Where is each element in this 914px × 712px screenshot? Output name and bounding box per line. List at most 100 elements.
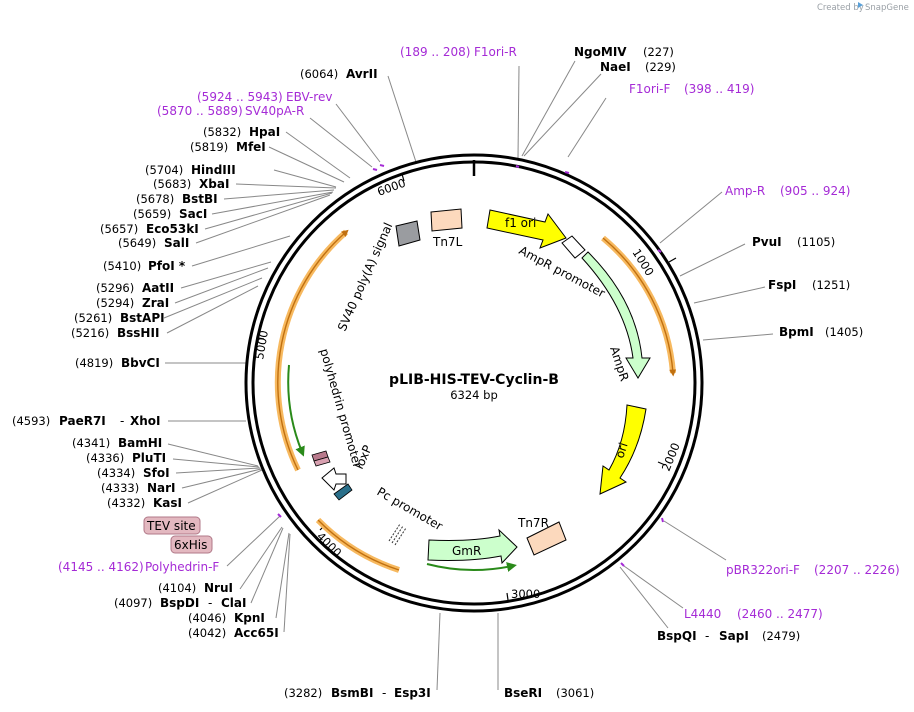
site-eco53ki-name: Eco53kI: [146, 222, 199, 236]
site-bseri-name: BseRI: [504, 686, 542, 700]
ampr-label: AmpR: [607, 345, 631, 383]
site-bspdi-separator: -: [208, 596, 212, 610]
primer-polyhedrin-f-name: Polyhedrin-F: [145, 560, 219, 574]
site-sapi-name: SapI: [719, 629, 749, 643]
site-saci-pos: (5659): [133, 207, 171, 221]
site-bsmbi-pos: (3282): [284, 686, 322, 700]
primer-ebv-rev-range: (5924 .. 5943): [197, 90, 283, 104]
primer-f1ori-f-range: (398 .. 419): [684, 82, 754, 96]
site-mfei-name: MfeI: [236, 140, 266, 154]
site-fspi-name: FspI: [768, 278, 796, 292]
site-bstbi-name: BstBI: [182, 192, 218, 206]
backbone: [244, 153, 704, 613]
site-hpai-pos: (5832): [203, 125, 241, 139]
tev-site-label: TEV site: [146, 519, 196, 533]
site-bspqi-pos: (2479): [762, 629, 800, 643]
primer-pbr322ori-f-range: (2207 .. 2226): [814, 563, 900, 577]
site-hindiii-pos: (5704): [145, 163, 183, 177]
tn7r-feature: [526, 521, 567, 556]
site-pvui-pos: (1105): [797, 235, 835, 249]
ori-feature: [599, 404, 647, 495]
site-bamhi-name: BamHI: [118, 436, 162, 450]
site-nari-pos: (4333): [101, 481, 139, 495]
site-naei-pos: (229): [645, 60, 676, 74]
site-pfoi-pos: (5410): [103, 259, 141, 273]
site-bsmbi-separator: -: [382, 686, 386, 700]
primer-l4440-range: (2460 .. 2477): [737, 607, 823, 621]
site-labels-bottom-left: (4042) Acc65I (4046) KpnI (4097) BspDI -…: [114, 581, 279, 640]
site-avrii-name: AvrII: [346, 67, 378, 81]
site-mfei-pos: (5819): [190, 140, 228, 154]
site-fspi-pos: (1251): [812, 278, 850, 292]
site-bstapi-name: BstAPI: [120, 311, 165, 325]
site-kasi-name: KasI: [153, 496, 182, 510]
his6-label: 6xHis: [174, 538, 207, 552]
site-bstapi-pos: (5261): [74, 311, 112, 325]
site-clai-name: ClaI: [221, 596, 246, 610]
site-pluti-name: PluTI: [132, 451, 166, 465]
site-acc65i-pos: (4042): [188, 626, 226, 640]
site-pvui-name: PvuI: [752, 235, 782, 249]
pc-promoter-label: Pc promoter: [375, 484, 446, 533]
primer-pbr322ori-f-name: pBR322ori-F: [726, 563, 800, 577]
site-bspdi-name: BspDI: [160, 596, 199, 610]
site-hpai-name: HpaI: [249, 125, 280, 139]
site-ngomiv-name: NgoMIV: [574, 45, 627, 59]
site-sali-pos: (5649): [118, 236, 156, 250]
primer-amp-r-range: (905 .. 924): [780, 184, 850, 198]
tn7l-feature: [430, 208, 463, 232]
site-xbai-name: XbaI: [199, 177, 229, 191]
tn7r-label: Tn7R: [517, 516, 549, 530]
site-bsshii-name: BssHII: [117, 326, 159, 340]
sv40-polya-feature: [395, 220, 421, 247]
primer-sv40pa-r-name: SV40pA-R: [245, 104, 304, 118]
site-nrui-name: NruI: [204, 581, 233, 595]
site-bspqi-separator: -: [705, 629, 709, 643]
site-ngomiv-pos: (227): [643, 45, 674, 59]
site-aatii-name: AatII: [142, 281, 174, 295]
credit-prefix: Created by: [817, 3, 864, 13]
tn7l-label: Tn7L: [432, 235, 463, 249]
primer-polyhedrin-f-range: (4145 .. 4162): [58, 560, 144, 574]
site-saci-name: SacI: [179, 207, 207, 221]
site-kpni-name: KpnI: [234, 611, 265, 625]
site-bpmi-name: BpmI: [779, 325, 814, 339]
pc-promoter-feature: [388, 523, 407, 546]
f1-ori-feature: [486, 209, 567, 249]
site-zrai-pos: (5294): [96, 296, 134, 310]
polyhedrin-arrow: [287, 364, 305, 457]
his6-feature: [313, 456, 331, 467]
site-labels-right: NgoMIV (227) NaeI (229) PvuI (1105) FspI…: [284, 45, 863, 700]
site-bsmbi-name: BsmBI: [331, 686, 373, 700]
site-bpmi-pos: (1405): [825, 325, 863, 339]
orf-right-arrow: [602, 237, 677, 377]
site-bseri-pos: (3061): [556, 686, 594, 700]
site-paer7i-pos: (4593): [12, 414, 50, 428]
gmr-arrow: [426, 562, 517, 572]
site-bamhi-pos: (4341): [72, 436, 110, 450]
primer-l4440-name: L4440: [684, 607, 721, 621]
site-bstbi-pos: (5678): [136, 192, 174, 206]
orf-arcs: [274, 229, 677, 573]
site-naei-name: NaeI: [600, 60, 631, 74]
his6-box: [170, 535, 213, 554]
f1-ori-label: f1 ori: [505, 216, 536, 230]
site-labels-left: (4332) KasI (4333) NarI (4334) SfoI (433…: [12, 67, 378, 510]
snapgene-logo-icon: [858, 2, 863, 8]
site-paer7i-separator: -: [120, 414, 124, 428]
site-bsshii-pos: (5216): [71, 326, 109, 340]
site-kasi-pos: (4332): [107, 496, 145, 510]
orf-left-arrow: [277, 229, 349, 471]
site-sali-name: SalI: [164, 236, 189, 250]
ori-label: ori: [613, 441, 631, 460]
label-connectors: [163, 60, 774, 691]
site-kpni-pos: (4046): [188, 611, 226, 625]
ampr-feature: [581, 251, 651, 379]
gmr-feature: [427, 528, 518, 565]
credit-brand: SnapGene: [865, 3, 909, 13]
site-pfoi-name: PfoI *: [148, 259, 186, 273]
site-acc65i-name: Acc65I: [234, 626, 279, 640]
plasmid-name: pLIB-HIS-TEV-Cyclin-B: [389, 372, 559, 388]
site-bspqi-name: BspQI: [657, 629, 697, 643]
